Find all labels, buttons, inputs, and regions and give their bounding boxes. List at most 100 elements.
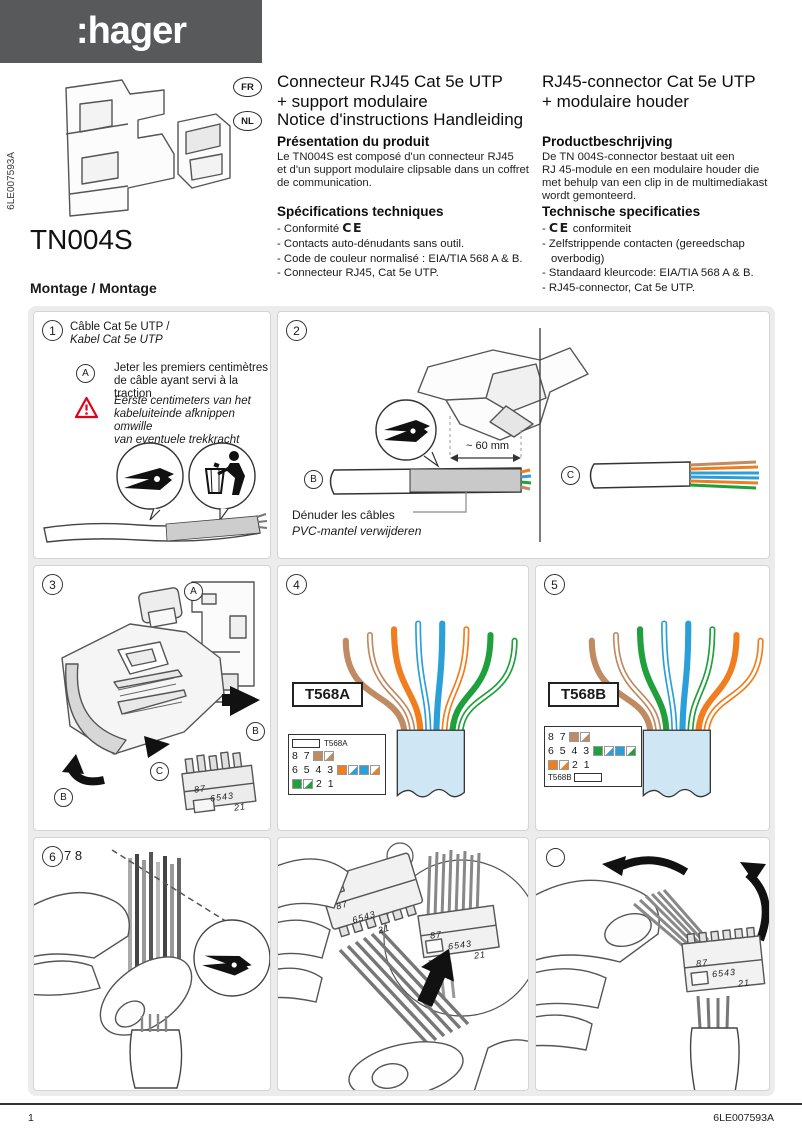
mini-pins-87: 8 7 (548, 731, 568, 743)
color-chips (548, 760, 570, 770)
pin-numbers-87: 87 (695, 957, 709, 969)
nl-product-body: De TN 004S-connector bestaat uit een RJ … (542, 151, 794, 203)
nl-title-line1: RJ45-connector Cat 5e UTP (542, 72, 756, 91)
subtitle: Notice d'instructions Handleiding (277, 110, 524, 129)
hager-logo: :hager (75, 10, 187, 52)
mini-pins-6543: 6 5 4 3 (292, 764, 335, 776)
fr-title: Connecteur RJ45 Cat 5e UTP + support mod… (277, 72, 503, 111)
pin-numbers-87: 87 (193, 783, 207, 795)
montage-heading: Montage / Montage (30, 280, 157, 296)
step1-caption-nl: Kabel Cat 5e UTP (70, 334, 163, 346)
nl-section-productbeschrijving: Productbeschrijving (542, 134, 673, 149)
trim-wires-illustration (34, 849, 270, 1089)
mini-pins-21: 2 1 (572, 759, 592, 771)
substep-a-marker: A (76, 364, 95, 383)
product-code: TN004S (30, 224, 133, 255)
product-illustration (65, 79, 231, 217)
nl-section-specs: Technische specificaties (542, 204, 701, 219)
nl-spec-item: RJ45-connector, Cat 5e UTP. (542, 281, 794, 296)
step6-number: 6 (42, 846, 63, 867)
step-numbers-7-8: 7 8 (64, 848, 83, 863)
step6-panel: 6 7 8 (33, 837, 271, 1091)
mini-row-21: 2 1 (292, 778, 382, 790)
fr-spec-item: Code de couleur normalisé : EIA/TIA 568 … (277, 252, 529, 267)
mini-tab (573, 773, 602, 782)
substep-c-marker: C (150, 762, 169, 781)
step3-panel: 3 (33, 565, 271, 831)
substep-b-marker: B (304, 470, 323, 489)
fr-spec-conformite: Conformité CE (277, 220, 529, 237)
mini-pins-21: 2 1 (316, 778, 336, 790)
pliers-icon (124, 468, 174, 490)
cutter-icon (202, 955, 252, 976)
strip-cable-illustration (329, 328, 760, 542)
header-bar: :hager (0, 0, 262, 63)
fr-body-line1: Le TN004S est composé d'un connecteur RJ… (277, 151, 514, 163)
nl-spec-list: CE conformiteit Zelfstrippende contacten… (542, 220, 794, 296)
fr-spec-item: Contacts auto-dénudants sans outil. (277, 237, 529, 252)
step1-fr-line2: de câble ayant servi à la traction (114, 375, 239, 400)
assembly-exploded-illustration (61, 581, 260, 814)
substep-a-marker: A (184, 582, 203, 601)
t568b-wire-fan (588, 620, 764, 798)
insert-wires-illustration (278, 842, 528, 1090)
step1-number: 1 (42, 320, 63, 341)
cut-and-discard-illustration (43, 442, 268, 543)
trash-icon (204, 451, 245, 495)
t568b-label: T568B (548, 682, 620, 707)
nl-spec-item: Standaard kleurcode: EIA/TIA 568 A & B. (542, 266, 794, 281)
step1-panel: 1 Câble Cat 5e UTP / Kabel Cat 5e UTP A … (33, 311, 271, 559)
montage-steps-grid: 1 Câble Cat 5e UTP / Kabel Cat 5e UTP A … (28, 306, 775, 1096)
inset-pin-numbers-87: 87 (429, 929, 443, 941)
substep-b2-marker: B (54, 788, 73, 807)
mini-row-87: 8 7 (292, 750, 382, 762)
step1-caption-fr: Câble Cat 5e UTP / (70, 321, 170, 333)
cutter-icon (384, 420, 430, 442)
cable-c (589, 460, 760, 490)
step1-instruction-nl: Eerste centimeters van het kabeluiteinde… (114, 395, 270, 447)
mini-row-87: 8 7 (548, 731, 638, 743)
mini-pins-87: 8 7 (292, 750, 312, 762)
nl-body-line4: wordt gemonteerd. (542, 190, 637, 202)
mini-row-21: 2 1 (548, 759, 638, 771)
t568a-color-code-table: T568A 8 7 6 5 4 3 2 1 (288, 734, 386, 795)
fr-language-badge: FR (233, 77, 262, 97)
step-circle-empty (546, 848, 565, 867)
fr-spec-item: Connecteur RJ45, Cat 5e UTP. (277, 266, 529, 281)
inset-pin-numbers-21: 21 (473, 949, 487, 961)
fr-section-specs: Spécifications techniques (277, 204, 444, 219)
t568a-label: T568A (292, 682, 364, 707)
step5-panel-t568b: 5 T568B 8 7 6 5 4 3 2 1 T568B (535, 565, 770, 831)
page-number: 1 (28, 1112, 34, 1124)
fr-title-line1: Connecteur RJ45 Cat 5e UTP (277, 72, 503, 91)
snap-off-illustration (536, 856, 769, 1090)
step1-caption: Câble Cat 5e UTP / Kabel Cat 5e UTP (70, 321, 170, 347)
nl-language-badge: NL (233, 111, 262, 131)
step4-panel-t568a: 4 T568A T568A 8 7 6 5 4 3 2 1 (277, 565, 529, 831)
mini-label: T568A (324, 739, 348, 748)
step2-panel: 2 (277, 311, 770, 559)
color-chips (569, 732, 591, 742)
step7-panel: 87 6543 21 87 6543 21 (277, 837, 529, 1091)
footer-rule (0, 1103, 802, 1105)
document-reference: 6LE007593A (713, 1112, 774, 1124)
nl-spec-conformiteit: CE conformiteit (542, 220, 794, 237)
step2-number: 2 (286, 320, 307, 341)
step3-number: 3 (42, 574, 63, 595)
step1-instruction-fr: Jeter les premiers centimètres de câble … (114, 362, 270, 401)
dimension-label: ~ 60 mm (466, 440, 510, 452)
fr-presentation-body: Le TN004S est composé d'un connecteur RJ… (277, 151, 529, 190)
color-chips (292, 779, 314, 789)
color-chips (313, 751, 335, 761)
ce-mark-icon: CE (548, 220, 570, 235)
fr-title-line2: + support modulaire (277, 91, 428, 111)
mini-tab-row: T568B (548, 773, 638, 782)
color-chips (592, 746, 637, 756)
substep-c-marker: C (561, 466, 580, 485)
nl-body-line2: RJ 45-module en een modulaire houder die (542, 164, 760, 176)
fr-spec-list: Conformité CE Contacts auto-dénudants sa… (277, 220, 529, 281)
step2-caption-fr: Dénuder les câbles (292, 508, 395, 522)
nl-title: RJ45-connector Cat 5e UTP + modulaire ho… (542, 72, 756, 111)
mini-tab-row: T568A (292, 739, 382, 748)
step4-number: 4 (286, 574, 307, 595)
